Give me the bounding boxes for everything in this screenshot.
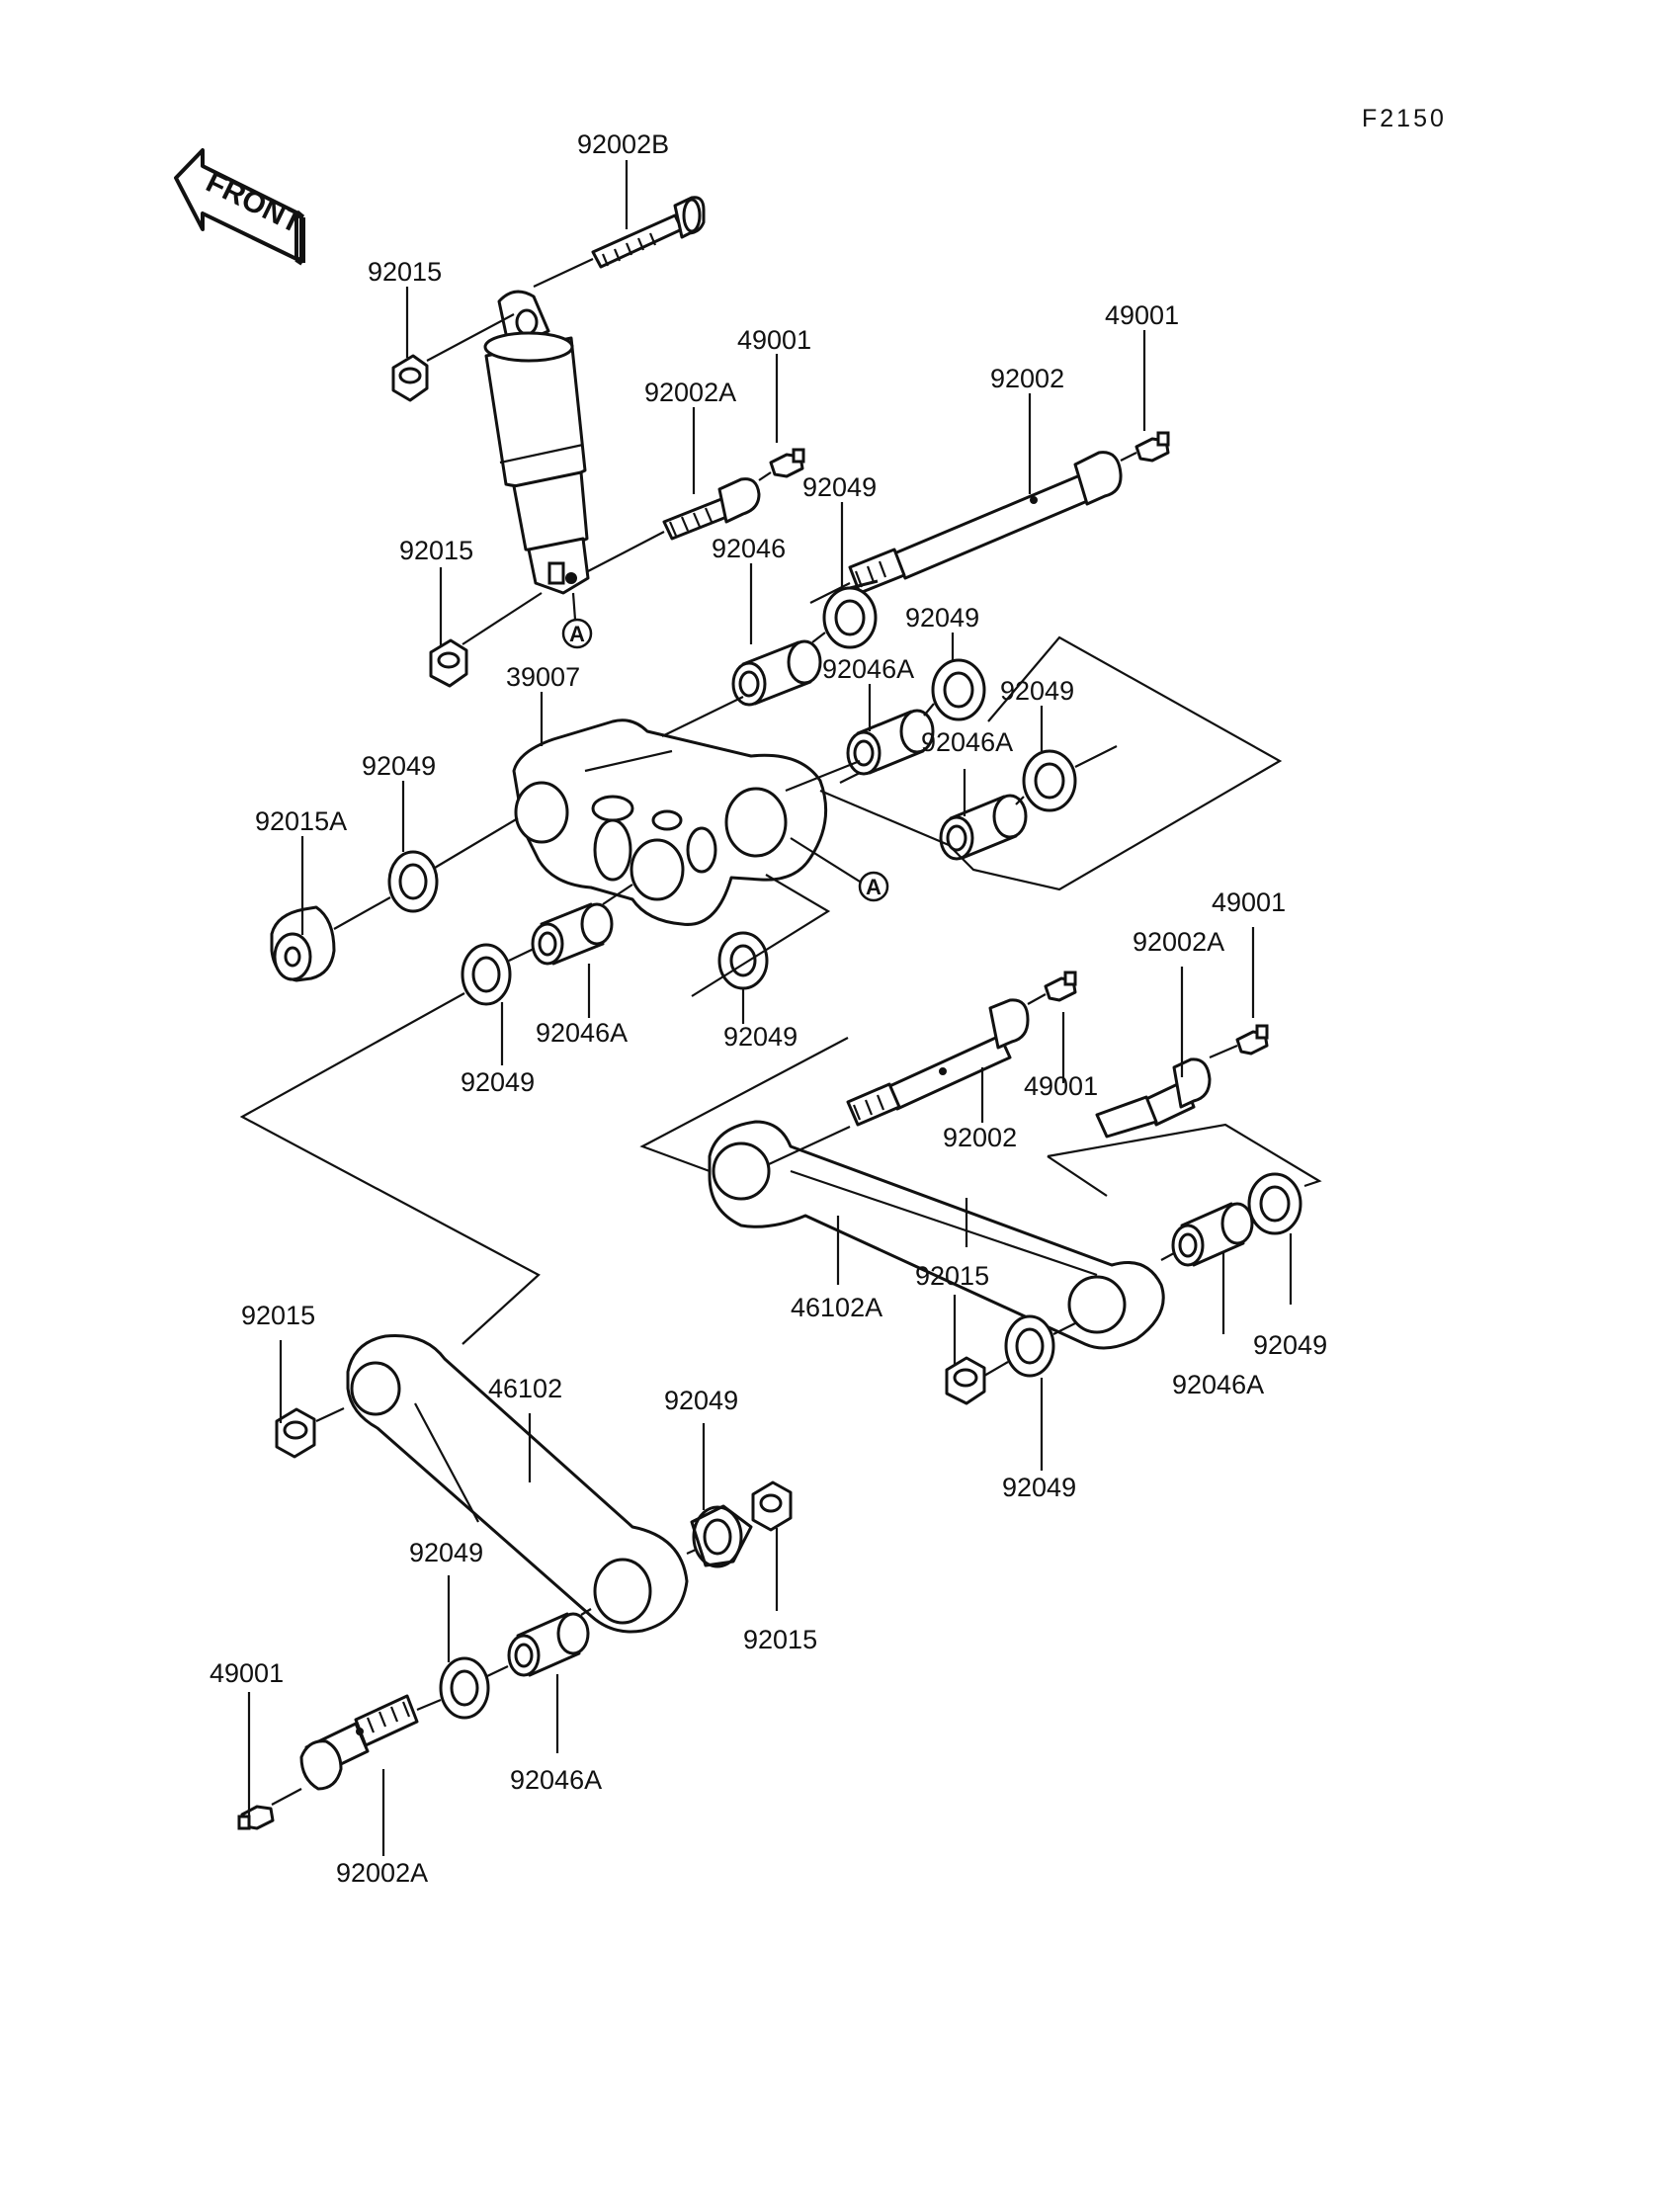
bushing-92046A-c [531, 902, 614, 966]
tie-rod-46102A [708, 1120, 1165, 1350]
label-49001-a: 49001 [737, 325, 811, 355]
seal-92049-a [822, 579, 879, 649]
seal-92049-i [690, 1504, 753, 1568]
label-92046A-d: 92046A [1172, 1370, 1264, 1399]
bushing-92046A-a [846, 709, 935, 776]
label-92015A: 92015A [255, 806, 347, 836]
label-92046A-a: 92046A [822, 654, 914, 684]
bolt-92002B [591, 196, 706, 269]
label-46102: 46102 [488, 1374, 562, 1403]
callout-a-rocker: A [790, 837, 889, 902]
nut-92015-bottom [751, 1480, 793, 1532]
figure-code: F2150 [1362, 105, 1447, 132]
grease-nipple-49001-a [769, 448, 805, 478]
nut-92015-right [945, 1356, 986, 1405]
label-49001-c: 49001 [1212, 887, 1286, 917]
label-92049-a: 92049 [802, 472, 877, 502]
label-92002B: 92002B [577, 129, 669, 159]
bolt-92002-upper [848, 451, 1123, 595]
bolt-92002-lower [846, 998, 1030, 1127]
grease-nipple-49001-c [1044, 971, 1077, 1002]
label-46102A: 46102A [791, 1293, 882, 1322]
nut-92015-mid [429, 638, 468, 688]
nut-92015A [270, 905, 336, 982]
seal-92049-h [1004, 1314, 1055, 1378]
label-92046: 92046 [712, 534, 786, 563]
front-arrow-icon: FRONT [174, 148, 307, 266]
seal-92049-c [1022, 749, 1077, 812]
bolt-92002A-right [1095, 1057, 1212, 1139]
seal-92049-j [439, 1656, 490, 1720]
label-92049-h: 92049 [1002, 1473, 1076, 1502]
grease-nipple-49001-d [1235, 1024, 1269, 1056]
bushing-92046 [731, 639, 822, 707]
label-92015-top: 92015 [368, 257, 442, 287]
label-92049-b: 92049 [905, 603, 979, 633]
nut-92015-top [391, 354, 429, 402]
label-92049-e: 92049 [723, 1022, 798, 1052]
label-92049-j: 92049 [409, 1538, 483, 1567]
seal-92049-g [1247, 1172, 1302, 1235]
svg-text:A: A [866, 875, 882, 899]
label-92015-mid: 92015 [399, 536, 473, 565]
label-49001-e: 49001 [210, 1658, 284, 1688]
label-92015-left: 92015 [241, 1301, 315, 1330]
grease-nipple-49001-b [1134, 431, 1170, 463]
seal-92049-b [931, 658, 986, 721]
bolt-92002A-bottom [299, 1694, 419, 1791]
seal-92049-d [387, 850, 439, 913]
bushing-92046A-b [939, 794, 1028, 861]
label-49001-d: 49001 [1024, 1071, 1098, 1101]
label-92002-upper: 92002 [990, 364, 1064, 393]
shock-absorber [483, 290, 590, 595]
label-92046A-b: 92046A [921, 727, 1013, 757]
seal-92049-f [717, 931, 769, 990]
label-92015-bottom: 92015 [743, 1625, 817, 1654]
label-92002-lower: 92002 [943, 1123, 1017, 1152]
grease-nipple-49001-e [237, 1805, 275, 1830]
label-92046A-c: 92046A [536, 1018, 628, 1048]
bolt-92002A-upper [662, 477, 761, 541]
label-92002A-bottom: 92002A [336, 1858, 428, 1888]
rocker-arm-39007 [512, 718, 828, 926]
label-92049-g: 92049 [1253, 1330, 1327, 1360]
bushing-92046A-e [507, 1612, 590, 1677]
leader-lines [247, 160, 1293, 1856]
svg-text:A: A [569, 622, 585, 646]
seal-92049-e [461, 943, 512, 1006]
label-92049-d: 92049 [362, 751, 436, 781]
label-92049-c: 92049 [1000, 676, 1074, 706]
label-92049-i: 92049 [664, 1386, 738, 1415]
bushing-92046A-d [1171, 1202, 1254, 1267]
callout-a-top: A [561, 592, 593, 649]
label-49001-b: 49001 [1105, 300, 1179, 330]
label-92002A-upper: 92002A [644, 378, 736, 407]
label-39007: 39007 [506, 662, 580, 692]
nut-92015-left [275, 1407, 316, 1459]
label-92015-right: 92015 [915, 1261, 989, 1291]
label-92046A-e: 92046A [510, 1765, 602, 1795]
label-92002A-right: 92002A [1133, 927, 1224, 957]
tie-rod-46102 [346, 1333, 689, 1634]
label-92049-f: 92049 [461, 1067, 535, 1097]
